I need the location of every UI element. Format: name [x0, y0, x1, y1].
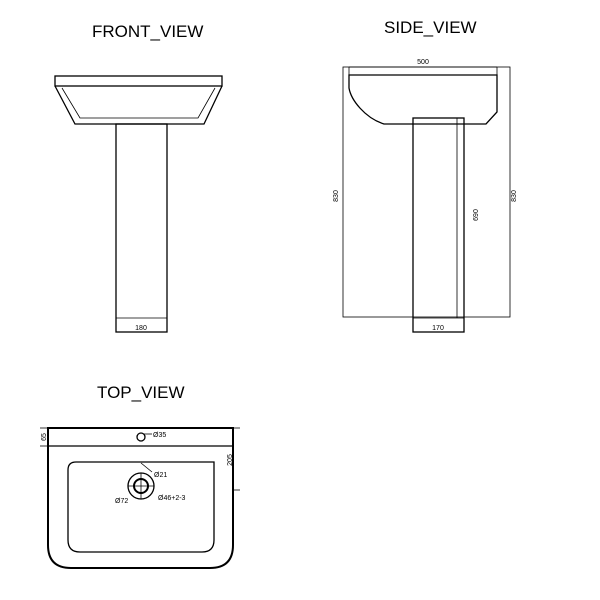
top-waste-outer-label: Ø72: [115, 498, 128, 505]
side-basin-profile: [348, 74, 498, 125]
top-overflow-leader: [140, 462, 153, 473]
front-view-title: FRONT_VIEW: [92, 22, 203, 41]
side-total-height-right-label: 830: [511, 190, 518, 202]
front-pedestal-column: [115, 123, 168, 333]
side-base-width-label: 170: [432, 325, 444, 332]
front-basin-rim: [54, 75, 223, 87]
top-view-title: TOP_VIEW: [97, 383, 185, 402]
top-waste-inner-label: Ø46+2-3: [158, 495, 186, 502]
top-front-depth-label: 205: [227, 454, 234, 466]
side-pedestal-height-label: 690: [473, 209, 480, 221]
top-view: TOP_VIEW 65 205 Ø35 Ø21 Ø72 Ø46+2-3: [40, 383, 240, 569]
front-pedestal: [115, 123, 168, 333]
side-overall-dimension-frame: [342, 66, 511, 318]
top-tap-hole-label: Ø35: [153, 432, 166, 439]
top-overflow-label: Ø21: [154, 472, 167, 479]
top-basin-outline: [47, 427, 234, 569]
front-view: FRONT_VIEW 180: [54, 22, 223, 333]
side-depth-dimension: [348, 66, 498, 75]
top-rim-depth-label: 65: [41, 433, 48, 441]
top-tap-hole: [136, 432, 146, 442]
front-basin: [54, 75, 223, 125]
top-inner-bowl: [67, 461, 215, 553]
front-basin-bevel: [61, 87, 216, 119]
side-view: SIDE_VIEW 500 830 830 690 170: [333, 18, 518, 333]
side-pedestal-column: [412, 117, 465, 333]
side-basin-depth-label: 500: [417, 59, 429, 66]
side-view-title: SIDE_VIEW: [384, 18, 477, 37]
front-base-width-label: 180: [135, 325, 147, 332]
side-total-height-left-label: 830: [333, 190, 340, 202]
